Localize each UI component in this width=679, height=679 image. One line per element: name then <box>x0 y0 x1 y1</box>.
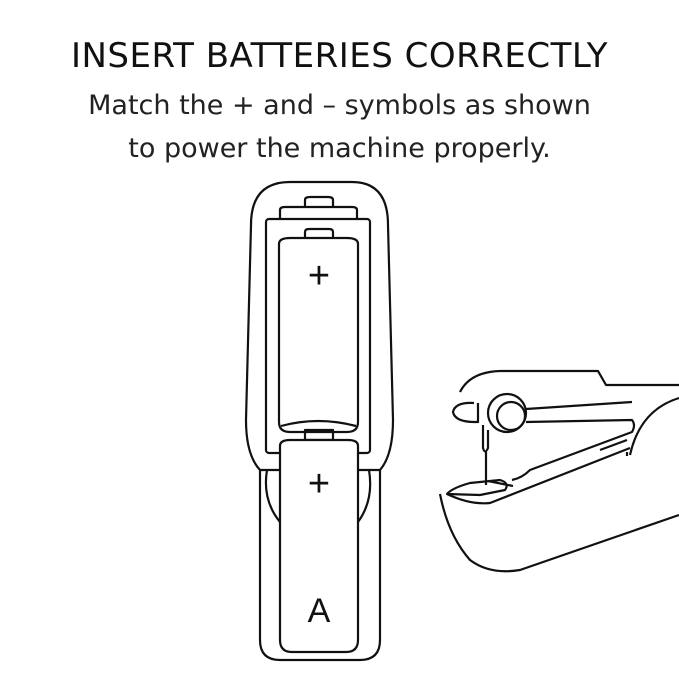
instruction-line-2: to power the machine properly. <box>128 133 551 164</box>
battery-lower-label: A <box>308 592 331 630</box>
battery-lower <box>278 438 360 654</box>
battery-upper <box>277 227 360 434</box>
battery-upper-plus-symbol: + <box>308 255 330 297</box>
instruction-line-1: Match the + and – symbols as shown <box>88 90 591 121</box>
battery-lower-plus-symbol: + <box>308 463 330 505</box>
page-title: INSERT BATTERIES CORRECTLY <box>70 36 609 76</box>
handheld-sewing-machine-illustration <box>438 369 679 573</box>
